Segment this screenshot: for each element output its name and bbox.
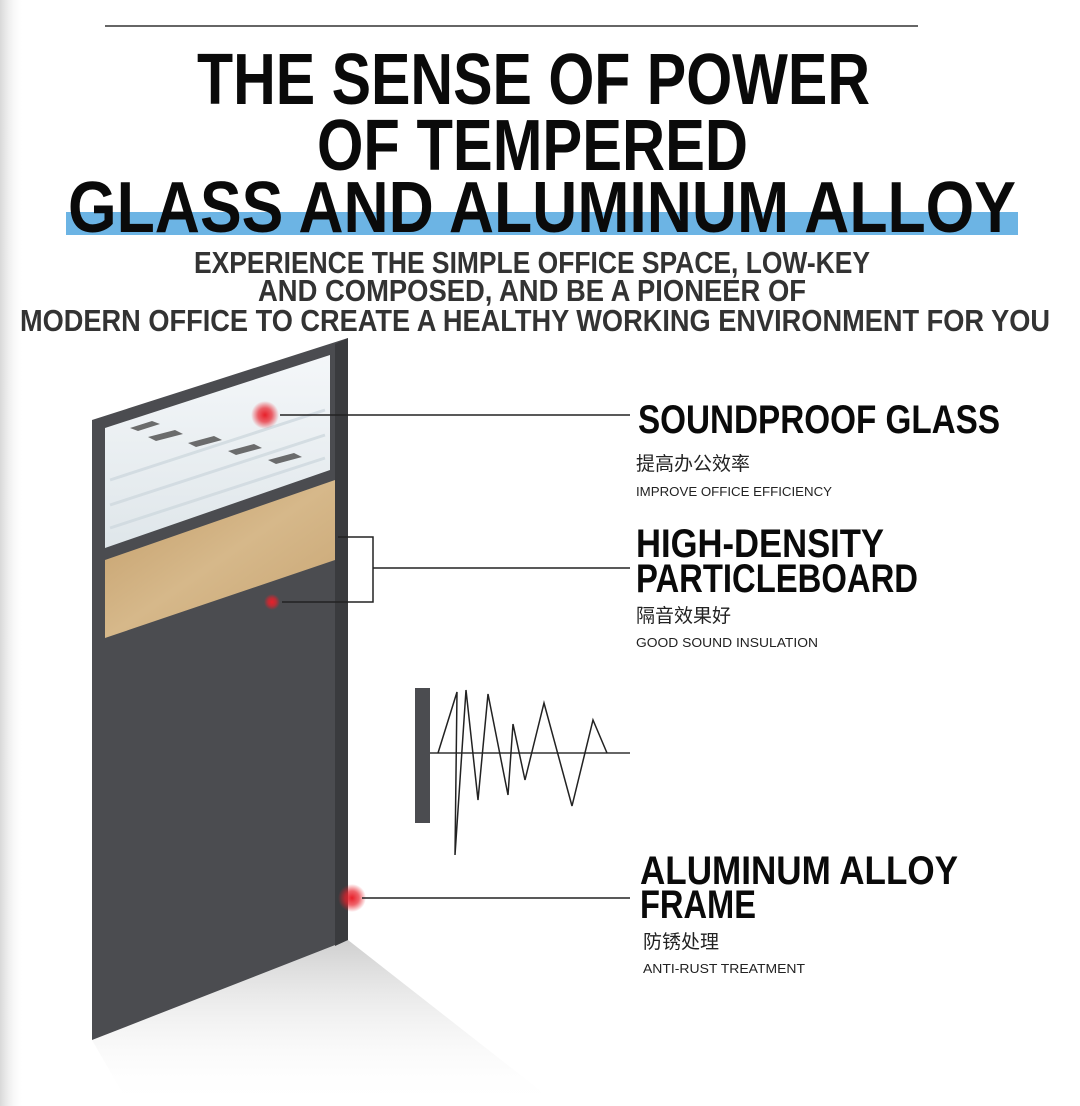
marker-frame [338,884,366,912]
marker-glass [251,401,279,429]
feature-board-cn: 隔音效果好 [636,605,731,627]
panel-shadow [92,940,560,1106]
sound-wave-diagram [415,688,630,856]
subtitle-line-2: AND COMPOSED, AND BE A PIONEER OF [258,273,806,308]
wall-bar [415,688,430,823]
feature-board-en: GOOD SOUND INSULATION [636,635,818,650]
bracket-particleboard [282,536,374,603]
feature-frame-title-2: FRAME [640,883,756,927]
glass-pane [105,355,330,548]
marker-particleboard [264,594,280,610]
subtitle-line-1: EXPERIENCE THE SIMPLE OFFICE SPACE, LOW-… [194,245,870,280]
title-line-1: THE SENSE OF POWER [197,40,870,120]
feature-glass-title: SOUNDPROOF GLASS [638,398,1000,442]
partition-panel-illustration [92,338,560,1106]
title-line-3: GLASS AND ALUMINUM ALLOY [68,168,1016,248]
title-accent-bar [66,212,1018,235]
left-edge-shade [0,0,24,1106]
feature-glass-en: IMPROVE OFFICE EFFICIENCY [636,484,832,499]
subtitle-line-3: MODERN OFFICE TO CREATE A HEALTHY WORKIN… [20,303,1050,338]
feature-frame-en: ANTI-RUST TREATMENT [643,961,805,976]
feature-glass-cn: 提高办公效率 [636,453,750,475]
feature-frame-cn: 防锈处理 [643,931,719,953]
feature-board-title-1: HIGH-DENSITY [636,522,884,566]
feature-frame-title-1: ALUMINUM ALLOY [640,849,958,893]
feature-board-title-2: PARTICLEBOARD [636,557,918,601]
title-line-2: OF TEMPERED [317,106,748,186]
wave-line [437,689,608,856]
particleboard-pane [105,480,335,638]
